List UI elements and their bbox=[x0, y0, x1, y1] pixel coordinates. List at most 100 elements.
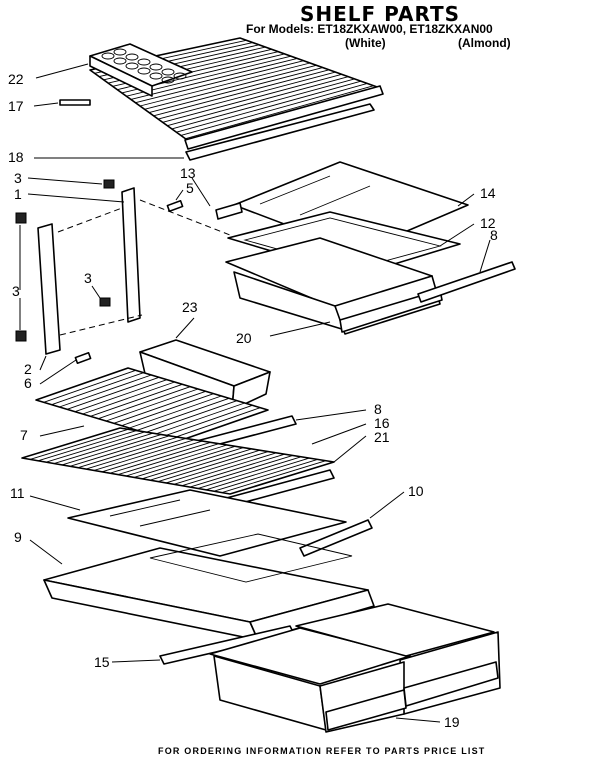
shelf-wire bbox=[149, 448, 252, 481]
callout-12: 12 bbox=[480, 215, 496, 231]
shelf-wire bbox=[144, 64, 317, 110]
shelf-wire bbox=[180, 83, 368, 136]
callout-8-upper: 8 bbox=[490, 227, 498, 243]
shelf-wire bbox=[152, 402, 245, 436]
callout-21: 21 bbox=[374, 429, 390, 445]
ladder-rails bbox=[15, 179, 231, 365]
callout-3-left: 3 bbox=[12, 283, 20, 299]
shelf-wire bbox=[221, 460, 326, 494]
shelf-wire bbox=[69, 435, 170, 467]
models-line: For Models: ET18ZKXAW00, ET18ZKXAN00 bbox=[246, 22, 493, 36]
shelf-wire bbox=[45, 431, 145, 463]
shelf-wire bbox=[136, 397, 230, 431]
leader-lines bbox=[19, 63, 491, 723]
callout-23: 23 bbox=[182, 299, 198, 315]
shelf-wire bbox=[125, 444, 228, 477]
shelf-wire bbox=[167, 76, 349, 127]
shelf-wire bbox=[29, 428, 129, 460]
crisper-cover-11 bbox=[67, 489, 347, 557]
callout-16: 16 bbox=[374, 415, 390, 431]
callout-17: 17 bbox=[8, 98, 24, 114]
shelf-wire bbox=[77, 436, 178, 469]
shelf-wire bbox=[126, 55, 292, 97]
shelf-wire bbox=[158, 71, 336, 120]
shelf-wire bbox=[148, 67, 323, 113]
shelf-wire bbox=[101, 440, 203, 473]
shelf-wire bbox=[189, 455, 293, 488]
shelf-trim-8-upper bbox=[417, 261, 516, 303]
shelf-wire bbox=[144, 400, 238, 434]
callout-numbers: 22 17 18 13 14 3 5 1 12 8 3 3 20 23 2 6 … bbox=[8, 71, 498, 730]
shelf-wire bbox=[205, 457, 310, 491]
callout-10: 10 bbox=[408, 483, 424, 499]
shelf-wire bbox=[61, 434, 162, 466]
shelf-wire bbox=[117, 443, 219, 476]
shelf-wire bbox=[171, 78, 355, 130]
callout-5: 5 bbox=[186, 180, 194, 196]
callout-18: 18 bbox=[8, 149, 24, 165]
shelf-wire bbox=[51, 372, 144, 406]
shelf-wire bbox=[176, 80, 362, 133]
shelf-wire bbox=[173, 452, 277, 485]
callout-22: 22 bbox=[8, 71, 24, 87]
shelf-wire bbox=[157, 449, 261, 482]
callout-1: 1 bbox=[14, 186, 22, 202]
shelf-wire bbox=[168, 407, 261, 441]
shelf-wire bbox=[181, 453, 285, 487]
glass-shelf-14-shading bbox=[259, 175, 371, 216]
shelf-frame-13 bbox=[215, 202, 243, 220]
shelf-wire bbox=[133, 445, 236, 478]
shelf-wire bbox=[82, 381, 175, 415]
callout-11: 11 bbox=[10, 485, 25, 501]
page-title: SHELF PARTS bbox=[300, 2, 461, 26]
callout-13: 13 bbox=[180, 165, 196, 181]
shelf-wire bbox=[90, 383, 183, 417]
shelf-wire bbox=[85, 438, 186, 470]
shelf-wire bbox=[93, 439, 195, 471]
callout-3-top: 3 bbox=[14, 170, 22, 186]
shelf-wire bbox=[213, 458, 318, 492]
callout-15: 15 bbox=[94, 654, 110, 670]
ordering-note: FOR ORDERING INFORMATION REFER TO PARTS … bbox=[158, 746, 486, 756]
shelf-wire bbox=[153, 69, 330, 117]
shelf-wire bbox=[141, 447, 244, 480]
shelf-wire bbox=[37, 430, 137, 462]
variant-almond: (Almond) bbox=[458, 36, 511, 50]
shelf-wire bbox=[185, 85, 374, 140]
shelf-wire bbox=[162, 73, 342, 123]
shelf-wire bbox=[129, 395, 222, 429]
shelf-wire bbox=[98, 386, 191, 420]
callout-6: 6 bbox=[24, 375, 32, 391]
shelf-wire bbox=[109, 441, 211, 474]
callout-9: 9 bbox=[14, 529, 22, 545]
shelf-wire bbox=[66, 376, 160, 410]
shelf-wire bbox=[197, 456, 302, 489]
callout-7: 7 bbox=[20, 427, 28, 443]
shelf-wire bbox=[43, 369, 136, 403]
upper-crisper-drawer bbox=[225, 237, 443, 335]
shelf-wire bbox=[53, 432, 154, 464]
shelf-wire bbox=[59, 374, 152, 408]
callout-19: 19 bbox=[444, 714, 460, 730]
shelf-wire bbox=[74, 379, 168, 413]
shelf-wire bbox=[130, 58, 298, 100]
shelf-wire bbox=[121, 393, 214, 427]
callout-20: 20 bbox=[236, 330, 252, 346]
shelf-wire bbox=[165, 451, 269, 484]
cover-frame-10 bbox=[299, 519, 373, 557]
shelf-wire bbox=[135, 60, 304, 104]
callout-2: 2 bbox=[24, 361, 32, 377]
shelf-wire bbox=[160, 404, 253, 438]
wire-shelf-21 bbox=[21, 427, 335, 525]
crisper-drawers bbox=[209, 603, 501, 733]
shelf-wire bbox=[105, 388, 199, 422]
shelf-wire bbox=[113, 390, 206, 424]
wire-shelf-7 bbox=[35, 367, 297, 457]
shelf-trim-18 bbox=[185, 103, 375, 161]
callout-8-lower: 8 bbox=[374, 401, 382, 417]
egg-tray bbox=[89, 43, 193, 97]
callout-14: 14 bbox=[480, 185, 496, 201]
shelf-wire bbox=[139, 62, 311, 107]
